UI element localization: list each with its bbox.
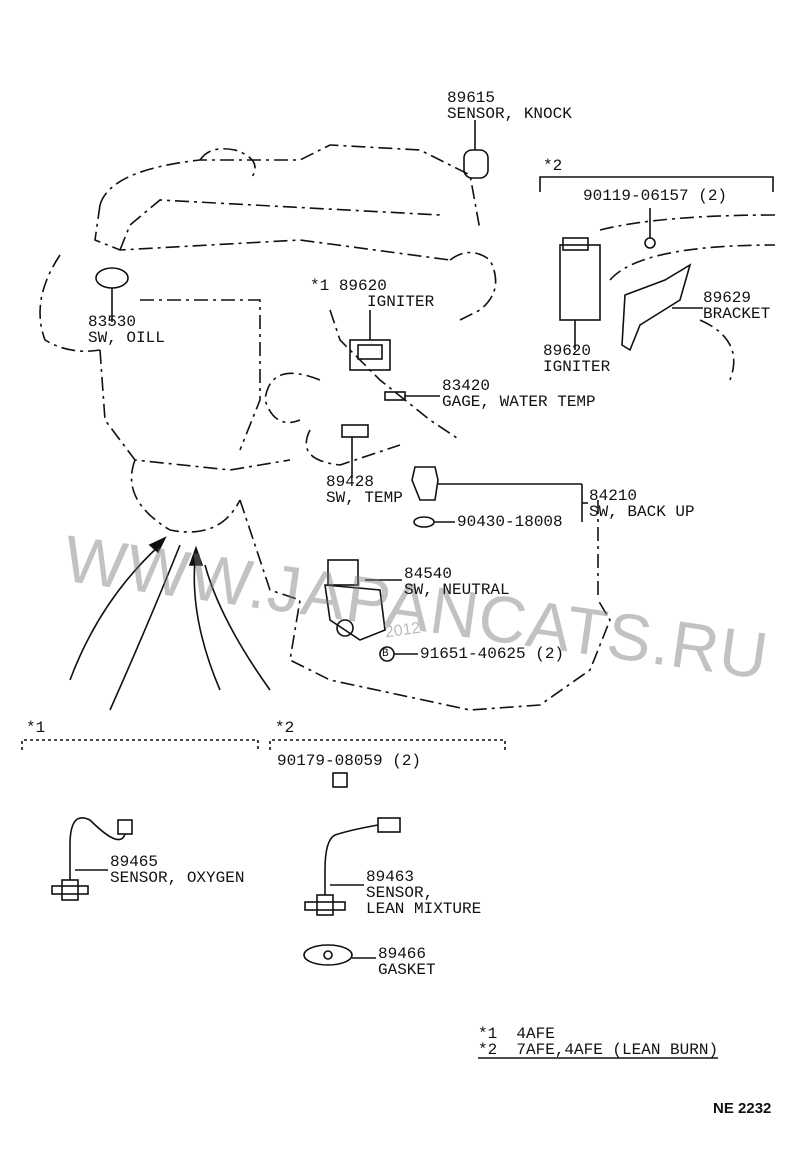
part-name: SENSOR,	[366, 884, 434, 902]
knock-sensor-icon	[463, 120, 489, 179]
part-name-2: LEAN MIXTURE	[366, 900, 482, 918]
part-number: 89620	[338, 277, 387, 295]
note-marker: *1	[310, 277, 330, 295]
bolt-icon	[644, 208, 656, 249]
neutral-switch-icon	[324, 559, 402, 641]
part-name: IGNITER	[543, 358, 611, 376]
part-name: SW, OILL	[88, 329, 165, 347]
part-number: 89629	[703, 289, 752, 307]
bolt-b-marker	[379, 646, 418, 662]
part-name: IGNITER	[367, 293, 435, 311]
part-number: 89463	[366, 868, 415, 886]
part-number: 84540	[404, 565, 453, 583]
part-name: SW, BACK UP	[589, 503, 695, 521]
part-name: SW, TEMP	[326, 489, 403, 507]
diagram-code: NE 2232	[713, 1100, 772, 1117]
part-number: 89465	[110, 853, 159, 871]
part-name: GASKET	[378, 961, 436, 979]
group-bracket-1	[21, 739, 259, 750]
gasket-icon	[303, 944, 376, 966]
temp-switch-icon	[341, 424, 369, 478]
backup-switch-icon	[411, 466, 588, 528]
engine-outline	[39, 144, 776, 711]
label-nut-lean: 90179-08059 (2)	[277, 752, 422, 770]
part-number: 89428	[326, 473, 375, 491]
part-number: 89466	[378, 945, 427, 963]
part-name: BRACKET	[703, 305, 771, 323]
igniter-icon	[349, 310, 391, 371]
group-marker-1: *1	[26, 719, 46, 737]
legend: *1 4AFE*2 7AFE,4AFE (LEAN BURN)	[478, 1026, 718, 1058]
part-number: 83420	[442, 377, 491, 395]
part-name: SENSOR, KNOCK	[447, 105, 572, 123]
part-number: 84210	[589, 487, 638, 505]
oil-switch-icon	[95, 267, 129, 322]
label-gasket-backup: 90430-18008	[457, 513, 563, 531]
part-name: GAGE, WATER TEMP	[442, 393, 596, 411]
bolt-marker-b: B	[382, 648, 389, 660]
oxygen-sensor-icon	[51, 817, 133, 901]
lean-sensor-icon	[304, 817, 401, 916]
group-marker-2: *2	[275, 719, 295, 737]
igniter-lean-icon	[559, 237, 601, 350]
pointer-arrows	[69, 536, 271, 711]
group-marker-2-top: *2	[543, 157, 563, 175]
bracket-icon	[621, 263, 703, 352]
part-number: 89620	[543, 342, 592, 360]
group-bracket-2-top	[539, 176, 774, 192]
water-temp-gage-icon	[384, 391, 440, 401]
nut-icon	[332, 772, 348, 788]
label-bolt-neutral: 91651-40625 (2)	[420, 645, 565, 663]
group-bracket-2	[269, 739, 506, 750]
label-bolt-igniter: 90119-06157 (2)	[583, 187, 728, 205]
legend-line-2: *2 7AFE,4AFE (LEAN BURN)	[478, 1041, 719, 1059]
part-name: SW, NEUTRAL	[404, 581, 510, 599]
part-name: SENSOR, OXYGEN	[110, 869, 245, 887]
part-number: 83530	[88, 313, 137, 331]
legend-line-1: *1 4AFE	[478, 1025, 555, 1043]
part-number: 89615	[447, 89, 496, 107]
